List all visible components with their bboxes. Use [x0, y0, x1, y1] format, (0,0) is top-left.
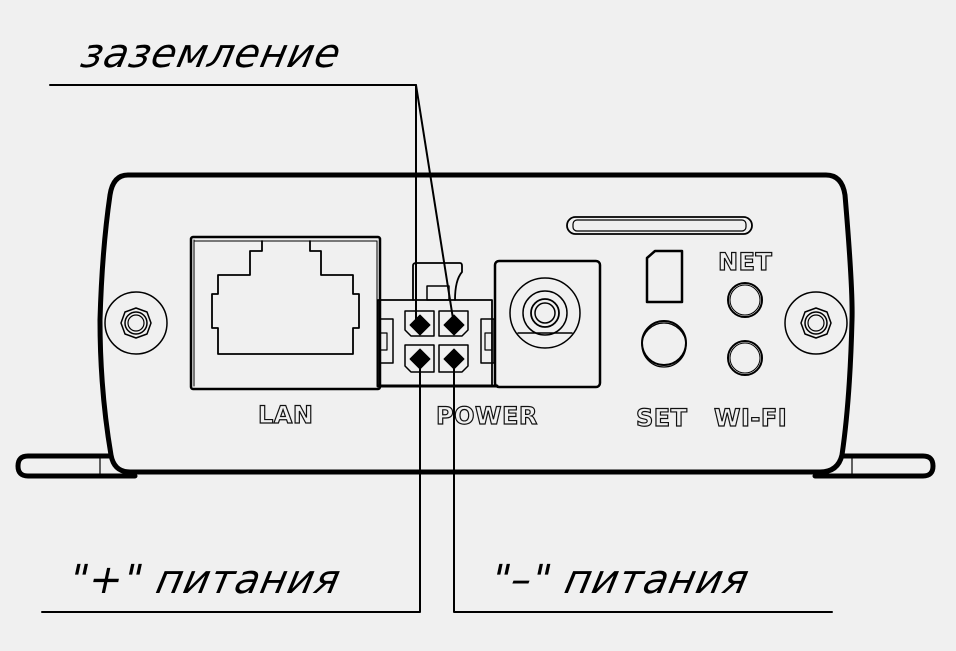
net-label: NET [717, 248, 773, 276]
power-label: POWER [435, 402, 538, 430]
left-mounting-flange [15, 453, 138, 479]
minus-power-leader-line [453, 358, 833, 613]
lan-label: LAN [257, 401, 314, 429]
set-label: SET [635, 404, 688, 432]
enclosure-outline [97, 172, 855, 475]
set-button-icon[interactable] [641, 320, 687, 368]
right-screw-icon [784, 291, 848, 355]
antenna-connector-icon[interactable] [493, 259, 602, 389]
minus-power-callout-label: "–" питания [487, 557, 754, 603]
lan-port-icon[interactable] [189, 235, 382, 391]
right-mounting-flange [812, 453, 936, 479]
wifi-label: WI-FI [713, 404, 788, 432]
left-screw-icon [104, 291, 168, 355]
card-slot-icon [566, 216, 753, 235]
ground-callout-label: заземление [77, 31, 346, 77]
plus-power-leader-line [41, 358, 421, 613]
plus-power-callout-label: "+" питания [65, 557, 346, 603]
wifi-led-icon [727, 340, 763, 376]
net-led-icon [727, 282, 763, 318]
sim-slot-icon[interactable] [645, 249, 684, 304]
